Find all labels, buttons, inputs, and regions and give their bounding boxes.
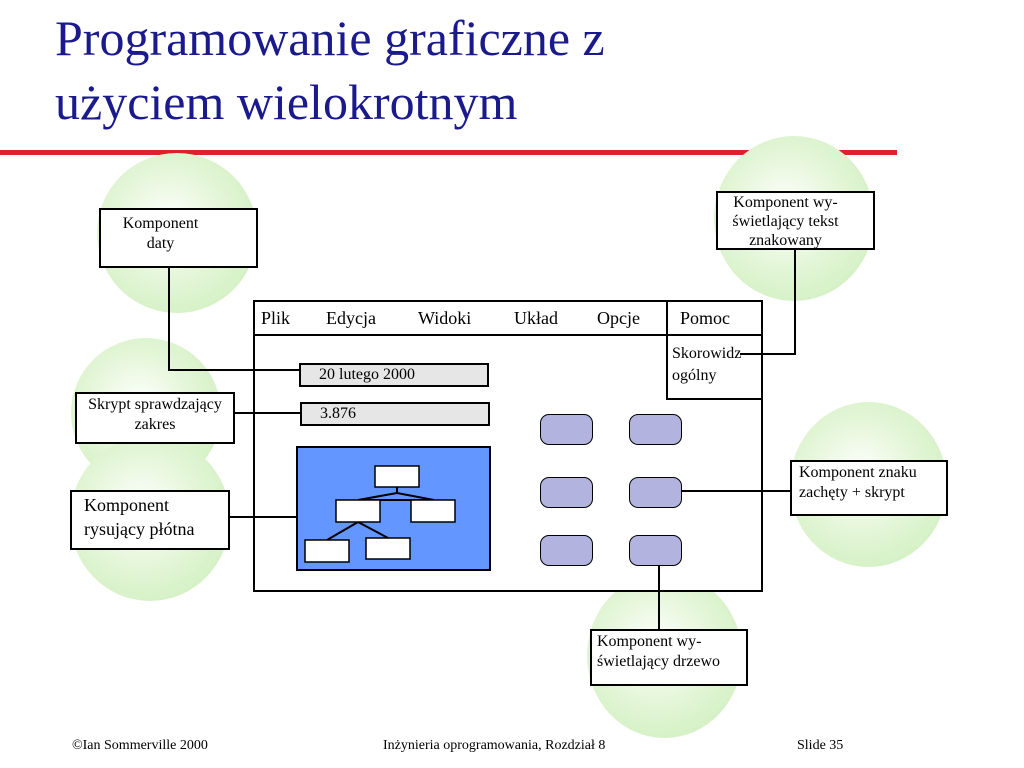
help-dropdown xyxy=(666,300,763,400)
footer-copyright: ©Ian Sommerville 2000 xyxy=(72,738,208,753)
text-connector xyxy=(740,250,796,355)
menu-edycja[interactable]: Edycja xyxy=(326,308,376,328)
pill-button[interactable] xyxy=(540,477,593,508)
pill-button[interactable] xyxy=(540,414,593,445)
tree-node xyxy=(410,499,456,523)
number-field[interactable]: 3.876 xyxy=(300,402,490,426)
tree-component-label: Komponent wy- świetlający drzewo xyxy=(590,629,748,686)
menu-uklad[interactable]: Układ xyxy=(514,308,558,328)
tree-edge xyxy=(396,492,435,501)
tree-edge xyxy=(326,521,359,541)
tree-node xyxy=(304,539,350,563)
help-divider xyxy=(666,334,763,336)
menu-bar xyxy=(253,300,763,336)
menu-plik[interactable]: Plik xyxy=(261,308,291,328)
canvas-component-label: Komponent rysujący płótna xyxy=(70,490,230,550)
range-script-label: Skrypt sprawdzający zakres xyxy=(75,392,235,444)
tree-node xyxy=(365,537,411,560)
date-field[interactable]: 20 lutego 2000 xyxy=(299,363,489,387)
tree-edge xyxy=(357,492,398,501)
menu-widoki[interactable]: Widoki xyxy=(418,308,472,328)
slide-title: Programowanie graficzne z użyciem wielok… xyxy=(55,10,605,130)
pill-button[interactable] xyxy=(629,477,682,508)
footer-slide-number: Slide 35 xyxy=(797,738,844,753)
menu-pomoc[interactable]: Pomoc xyxy=(680,308,731,328)
title-rule xyxy=(0,150,897,155)
tree-node xyxy=(374,465,420,488)
text-component-label: Komponent wy- świetlający tekst znakowan… xyxy=(716,191,875,250)
date-connector xyxy=(168,268,299,371)
prompt-component-label: Komponent znaku zachęty + skrypt xyxy=(790,460,948,516)
help-index-item[interactable]: Skorowidz ogólny xyxy=(672,345,742,384)
tree-node xyxy=(335,499,381,523)
pill-button[interactable] xyxy=(540,535,593,566)
tree-edge xyxy=(357,521,389,539)
menu-opcje[interactable]: Opcje xyxy=(597,308,640,328)
date-component-label: Komponent daty xyxy=(99,208,258,268)
pill-button[interactable] xyxy=(629,414,682,445)
pill-button[interactable] xyxy=(629,535,682,566)
footer-course: Inżynieria oprogramowania, Rozdział 8 xyxy=(383,738,606,753)
